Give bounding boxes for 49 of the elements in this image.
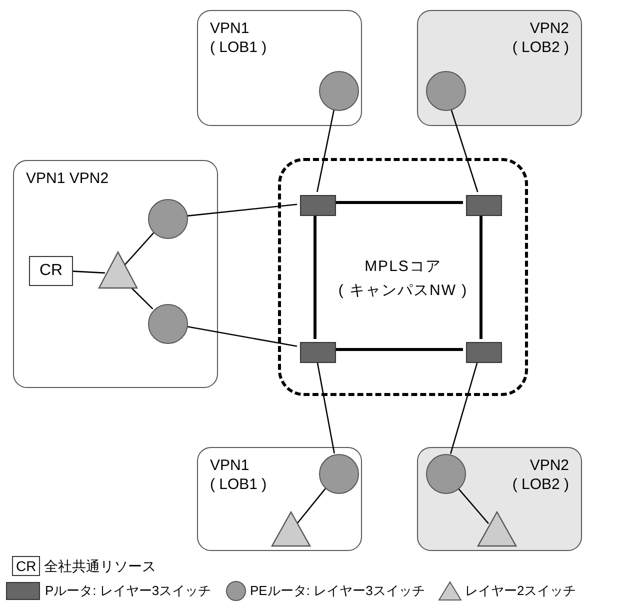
- p-router-square: [466, 342, 502, 363]
- site-label: VPN1: [210, 456, 250, 475]
- link-line: [480, 213, 482, 339]
- resource-label: CR: [29, 256, 73, 286]
- switch-triangle: [98, 251, 138, 289]
- site-label: VPN2: [530, 19, 569, 38]
- pe-router-circle: [319, 71, 359, 111]
- site-label: ( LOB1 ): [210, 38, 267, 57]
- switch-triangle: [477, 511, 517, 547]
- link-line: [333, 348, 463, 351]
- link-line: [458, 488, 489, 524]
- site-label: VPN1: [210, 19, 250, 38]
- p-router-square: [300, 195, 336, 216]
- link-line: [72, 270, 105, 274]
- pe-router-circle: [319, 454, 359, 494]
- pe-router-circle: [426, 454, 466, 494]
- link-line: [131, 288, 154, 310]
- link-line: [124, 232, 154, 266]
- core-label: ( キャンパスNW ): [337, 281, 469, 300]
- pe-router-circle: [148, 199, 188, 239]
- site-box: [13, 160, 218, 388]
- legend-sample-label: CR: [12, 556, 40, 576]
- pe-router-circle: [426, 71, 466, 111]
- site-box: [417, 10, 582, 126]
- link-line: [314, 213, 316, 339]
- switch-triangle: [271, 511, 311, 547]
- legend-label: 全社共通リソース: [44, 557, 156, 575]
- link-line: [186, 204, 298, 217]
- link-line: [333, 201, 463, 204]
- p-router-square: [466, 195, 502, 216]
- p-router-square: [300, 342, 336, 363]
- site-box: [197, 10, 362, 126]
- legend-label: PEルータ: レイヤー3スイッチ: [250, 582, 425, 600]
- site-box: [417, 447, 582, 551]
- site-label: ( LOB2 ): [512, 38, 569, 57]
- mpls-core-region: [278, 158, 528, 396]
- link-line: [186, 326, 298, 347]
- site-box: [197, 447, 362, 551]
- link-line: [450, 108, 478, 192]
- site-label: VPN2: [530, 456, 569, 475]
- site-label: ( LOB2 ): [512, 475, 569, 494]
- legend-label: Pルータ: レイヤー3スイッチ: [45, 582, 212, 600]
- site-label: VPN1 VPN2: [26, 169, 109, 188]
- link-line: [316, 109, 335, 192]
- site-label: ( LOB1 ): [210, 475, 267, 494]
- link-line: [296, 488, 326, 524]
- pe-router-circle: [148, 304, 188, 344]
- legend-label: レイヤー2スイッチ: [465, 582, 576, 600]
- core-label: MPLSコア: [364, 257, 442, 276]
